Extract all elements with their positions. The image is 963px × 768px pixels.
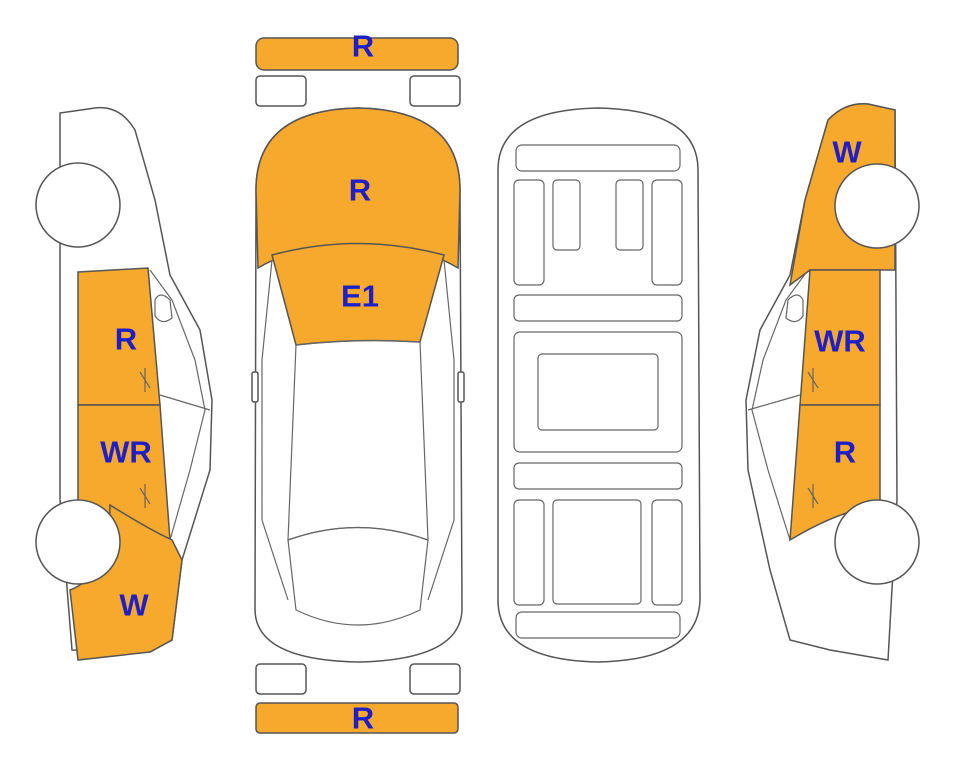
- left-side-sill-line: [159, 394, 211, 411]
- left-front-wheel: [35, 162, 121, 248]
- left-rear-quarter-label: W: [119, 588, 149, 623]
- interior-body-outline: [497, 107, 701, 663]
- interior-right-rear-panel: [651, 499, 683, 606]
- rear-bumper-label: R: [352, 701, 374, 736]
- interior-dashboard: [515, 144, 681, 172]
- interior-center-frame: [513, 331, 683, 453]
- interior-left-front-panel: [513, 179, 545, 286]
- interior-front-crossbar: [513, 294, 683, 322]
- right-front-wheel: [834, 163, 920, 249]
- front-left-light: [255, 75, 307, 107]
- interior-left-front-seat: [552, 179, 581, 251]
- interior-left-rear-panel: [513, 499, 545, 606]
- left-mirror-top: [251, 371, 259, 403]
- right-side-mirror: [785, 294, 804, 323]
- right-side-sill-line: [747, 394, 801, 411]
- right-mirror-top: [457, 371, 465, 403]
- right-rear-door-label: R: [834, 435, 856, 470]
- left-side-view: R WR W: [35, 106, 213, 661]
- right-side-window-line: [751, 269, 809, 541]
- rear-right-light: [409, 663, 461, 695]
- right-front-door-label: WR: [814, 324, 866, 359]
- left-side-mirror: [154, 294, 173, 323]
- rear-window-outline: [287, 526, 429, 626]
- rear-left-light: [255, 663, 307, 695]
- interior-trunk: [515, 611, 681, 639]
- right-front-fender-label: W: [832, 135, 862, 170]
- front-bumper[interactable]: [255, 37, 459, 71]
- left-rear-wheel: [35, 499, 121, 585]
- interior-console: [537, 353, 659, 431]
- top-right-pillar-line: [427, 259, 455, 601]
- left-front-door-handle: [139, 368, 151, 392]
- right-front-door-handle: [807, 368, 819, 392]
- interior-right-front-seat: [615, 179, 644, 251]
- interior-rear-crossbar: [513, 462, 683, 490]
- left-rear-door-label: WR: [100, 435, 152, 470]
- rear-bumper[interactable]: [255, 702, 459, 734]
- left-front-door-label: R: [115, 322, 137, 357]
- left-rear-door-handle: [139, 484, 151, 508]
- left-side-window-line: [149, 269, 206, 541]
- right-side-view: W WR R: [745, 103, 920, 661]
- interior-right-front-panel: [651, 179, 683, 286]
- interior-view: [497, 107, 701, 663]
- hood-label: R: [349, 173, 371, 208]
- right-rear-door-handle: [807, 484, 819, 508]
- front-right-light: [409, 75, 461, 107]
- windshield-label: E1: [341, 279, 379, 314]
- top-view: R R E1 R: [251, 29, 465, 736]
- front-bumper-label: R: [352, 29, 374, 64]
- right-rear-wheel: [834, 499, 920, 585]
- top-left-pillar-line: [261, 259, 289, 601]
- interior-rear-seat: [552, 499, 642, 605]
